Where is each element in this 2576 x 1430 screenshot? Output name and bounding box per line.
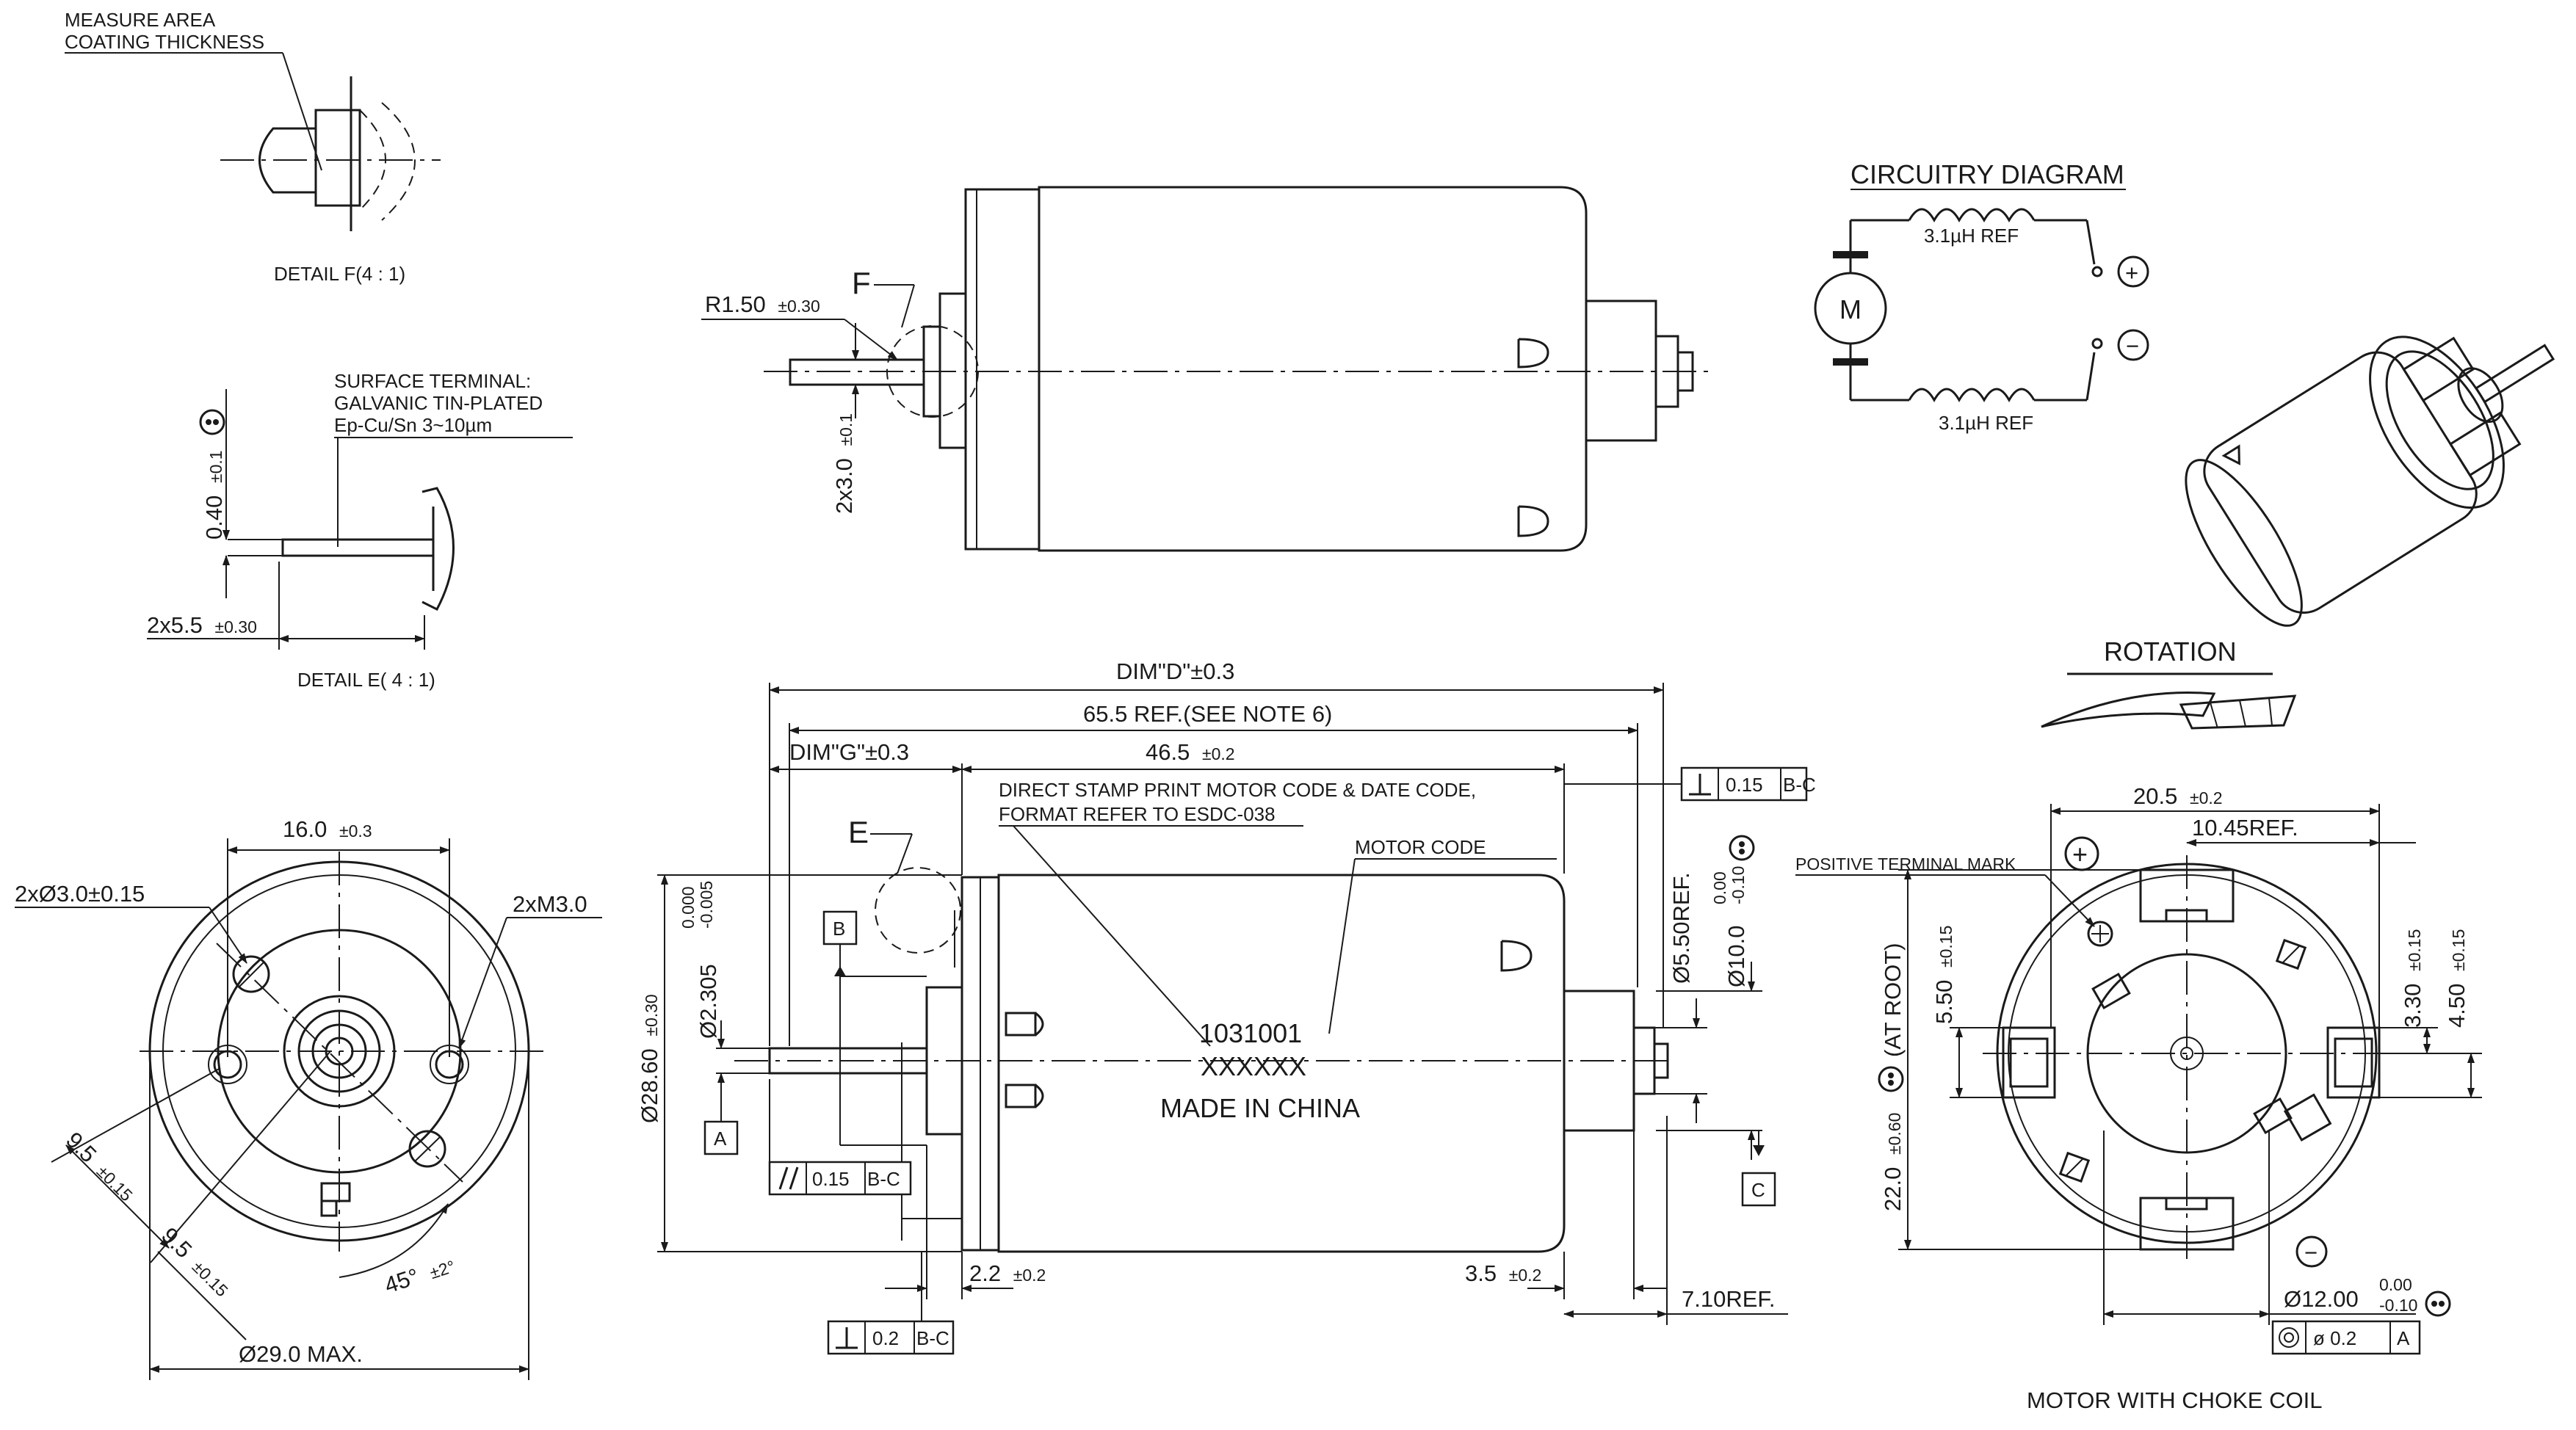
- front-offset-a: 9.5 ±0.15: [61, 1127, 140, 1206]
- iso-motor: [2185, 335, 2555, 627]
- datum-c: C: [1751, 1179, 1765, 1201]
- rotation-label: ROTATION: [2104, 636, 2237, 667]
- rotation-indicator: ROTATION: [2041, 636, 2297, 730]
- flat-dim: 2x3.0 ±0.1: [831, 413, 857, 514]
- front-spacing: 16.0 ±0.3: [283, 816, 372, 842]
- dim-g: DIM"G"±0.3: [789, 739, 909, 765]
- coil-top-label: 3.1µH REF: [1924, 225, 2019, 247]
- dim-d: DIM"D"±0.3: [1116, 658, 1234, 684]
- rear-ref: 7.10REF.: [1682, 1286, 1776, 1312]
- shaft-tol-upper: 0.000: [679, 886, 698, 929]
- perp-top-value: 0.15: [1726, 774, 1763, 796]
- datum-b: B: [833, 918, 845, 940]
- shaft-diameter: Ø2.305: [695, 964, 721, 1039]
- boss-tol-lower: -0.10: [1729, 866, 1748, 904]
- detail-e-width: 2x5.5 ±0.30: [147, 612, 257, 638]
- shaft-tol-lower: -0.005: [697, 881, 716, 929]
- circuit-minus: −: [2126, 333, 2139, 359]
- positive-terminal-label: POSITIVE TERMINAL MARK: [1795, 854, 2016, 874]
- perp-bottom-value: 0.2: [872, 1327, 899, 1349]
- rear-view: 20.5 ±0.2 10.45REF. POSITIVE TERMINAL MA…: [1795, 783, 2482, 1413]
- ref-length: 65.5 REF.(SEE NOTE 6): [1083, 701, 1332, 727]
- flange-dim: 2.2 ±0.2: [969, 1260, 1046, 1286]
- stamp-note-line1: DIRECT STAMP PRINT MOTOR CODE & DATE COD…: [999, 779, 1476, 801]
- stamp-note-line2: FORMAT REFER TO ESDC-038: [999, 803, 1276, 825]
- detail-f-note-line2: COATING THICKNESS: [65, 31, 264, 53]
- made-in-china: MADE IN CHINA: [1160, 1093, 1360, 1123]
- rear-h2: 22.0 ±0.60: [1880, 1113, 1906, 1211]
- rear-h1: 5.50 ±0.15: [1931, 926, 1957, 1024]
- detail-e-caption: DETAIL E( 4 : 1): [297, 669, 435, 691]
- circuit-plus: +: [2125, 260, 2138, 286]
- rear-width: 20.5 ±0.2: [2133, 783, 2223, 809]
- date-code: XXXXXX: [1201, 1051, 1306, 1081]
- rear-boss-tol-lower: -0.10: [2379, 1296, 2417, 1315]
- body-length: 46.5 ±0.2: [1146, 739, 1235, 765]
- front-holes: 2xØ3.0±0.15: [15, 881, 145, 907]
- runout-value: 0.15: [812, 1168, 850, 1190]
- boss-diameter: Ø10.0: [1723, 926, 1749, 987]
- side-view: E 1031001 XXXXXX MADE IN CHINA DIRECT ST…: [637, 658, 1816, 1355]
- rear-h4: 4.50 ±0.15: [2444, 929, 2470, 1028]
- detail-f-note-line1: MEASURE AREA: [65, 9, 216, 31]
- concentricity-datum: A: [2397, 1327, 2410, 1349]
- negative-sign: −: [2304, 1240, 2318, 1266]
- rear-h2-note: (AT ROOT): [1880, 943, 1906, 1057]
- detail-e-note-line2: GALVANIC TIN-PLATED: [334, 392, 543, 414]
- rear-boss-diameter: Ø12.00: [2284, 1286, 2359, 1312]
- motor-symbol: M: [1839, 294, 1862, 324]
- front-diameter: Ø29.0 MAX.: [239, 1341, 363, 1367]
- detail-f: MEASURE AREA COATING THICKNESS DETAIL F(…: [65, 9, 441, 285]
- detail-e: SURFACE TERMINAL: GALVANIC TIN-PLATED Ep…: [147, 370, 573, 691]
- motor-code-label: MOTOR CODE: [1355, 836, 1486, 858]
- boss-tol-upper: 0.00: [1710, 871, 1729, 904]
- concentricity-value: ø 0.2: [2313, 1327, 2356, 1349]
- circuitry-diagram: CIRCUITRY DIAGRAM M 3.1µH REF 3.1µH REF …: [1814, 159, 2149, 434]
- rear-caption: MOTOR WITH CHOKE COIL: [2027, 1387, 2322, 1413]
- perp-bottom-datum: B-C: [916, 1327, 949, 1349]
- circuitry-title: CIRCUITRY DIAGRAM: [1850, 159, 2124, 189]
- callout-f: F: [852, 266, 871, 300]
- side-view-top: F R1.50 ±0.30 2x3.0 ±0.1: [701, 186, 1711, 552]
- detail-e-thickness: 0.40 ±0.1: [201, 450, 227, 540]
- body-diameter: Ø28.60 ±0.30: [637, 994, 662, 1123]
- front-view: 16.0 ±0.3 2xØ3.0±0.15 2xM3.0 9.5 ±0.15 9…: [15, 816, 602, 1380]
- motor-code: 1031001: [1199, 1018, 1302, 1048]
- positive-sign: +: [2072, 839, 2088, 869]
- rear-h3: 3.30 ±0.15: [2400, 929, 2425, 1028]
- rear-ref: 10.45REF.: [2192, 815, 2298, 841]
- rear-dim: 3.5 ±0.2: [1465, 1260, 1541, 1286]
- coil-bottom-label: 3.1µH REF: [1939, 412, 2033, 434]
- detail-f-caption: DETAIL F(4 : 1): [274, 263, 405, 285]
- detail-e-note-line1: SURFACE TERMINAL:: [334, 370, 531, 392]
- perp-top-datum: B-C: [1783, 774, 1816, 796]
- datum-a: A: [714, 1128, 727, 1150]
- rear-boss-tol-upper: 0.00: [2379, 1275, 2412, 1294]
- radius-dim: R1.50 ±0.30: [705, 291, 820, 317]
- callout-e: E: [848, 815, 869, 849]
- detail-e-note-line3: Ep-Cu/Sn 3~10µm: [334, 414, 492, 436]
- front-threads: 2xM3.0: [513, 891, 587, 917]
- boss-ref: Ø5.50REF.: [1668, 872, 1694, 984]
- runout-datum: B-C: [867, 1168, 900, 1190]
